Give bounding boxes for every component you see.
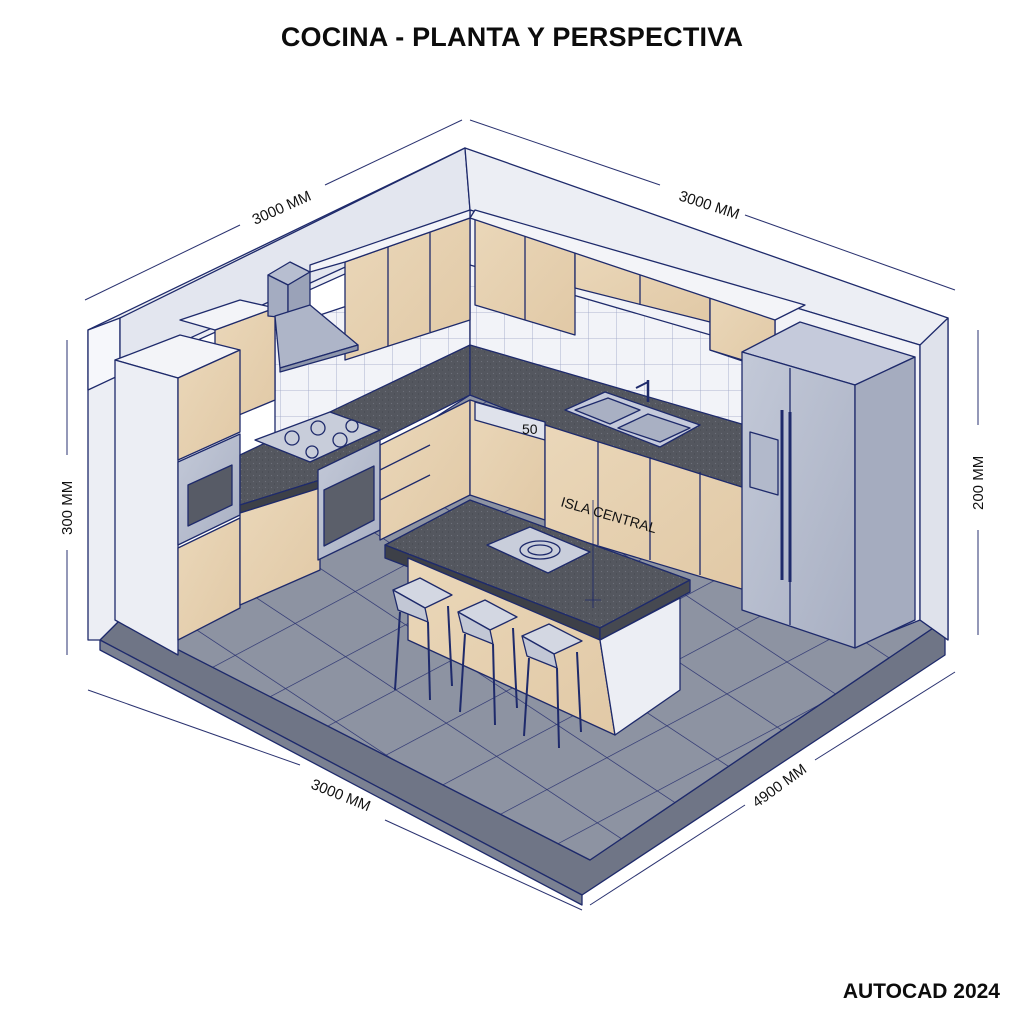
software-label: AUTOCAD 2024 bbox=[842, 980, 1000, 1003]
dim-left-height: 300 MM bbox=[59, 481, 76, 535]
double-sink bbox=[564, 380, 701, 448]
dim-right-height: 200 MM bbox=[970, 456, 987, 510]
gas-range bbox=[254, 411, 381, 561]
dishwasher-display: 50 bbox=[522, 421, 538, 437]
upper-cabinets bbox=[179, 209, 806, 426]
kitchen-island bbox=[384, 499, 691, 736]
water-dispenser bbox=[749, 431, 779, 496]
dimension-lines bbox=[66, 119, 979, 911]
dim-top-right: 3000 MM bbox=[677, 188, 742, 223]
bar-stool bbox=[457, 599, 518, 726]
side-by-side-fridge bbox=[741, 321, 916, 649]
induction-cooktop bbox=[486, 526, 591, 574]
range-hood bbox=[267, 261, 359, 373]
bar-stool bbox=[521, 623, 583, 749]
bar-stool bbox=[392, 577, 453, 701]
dim-top-left: 3000 MM bbox=[250, 188, 314, 229]
lower-cabinet-left bbox=[239, 487, 321, 606]
tall-oven-column bbox=[114, 334, 241, 656]
drawing-title: COCINA - PLANTA Y PERSPECTIVA bbox=[280, 22, 744, 52]
